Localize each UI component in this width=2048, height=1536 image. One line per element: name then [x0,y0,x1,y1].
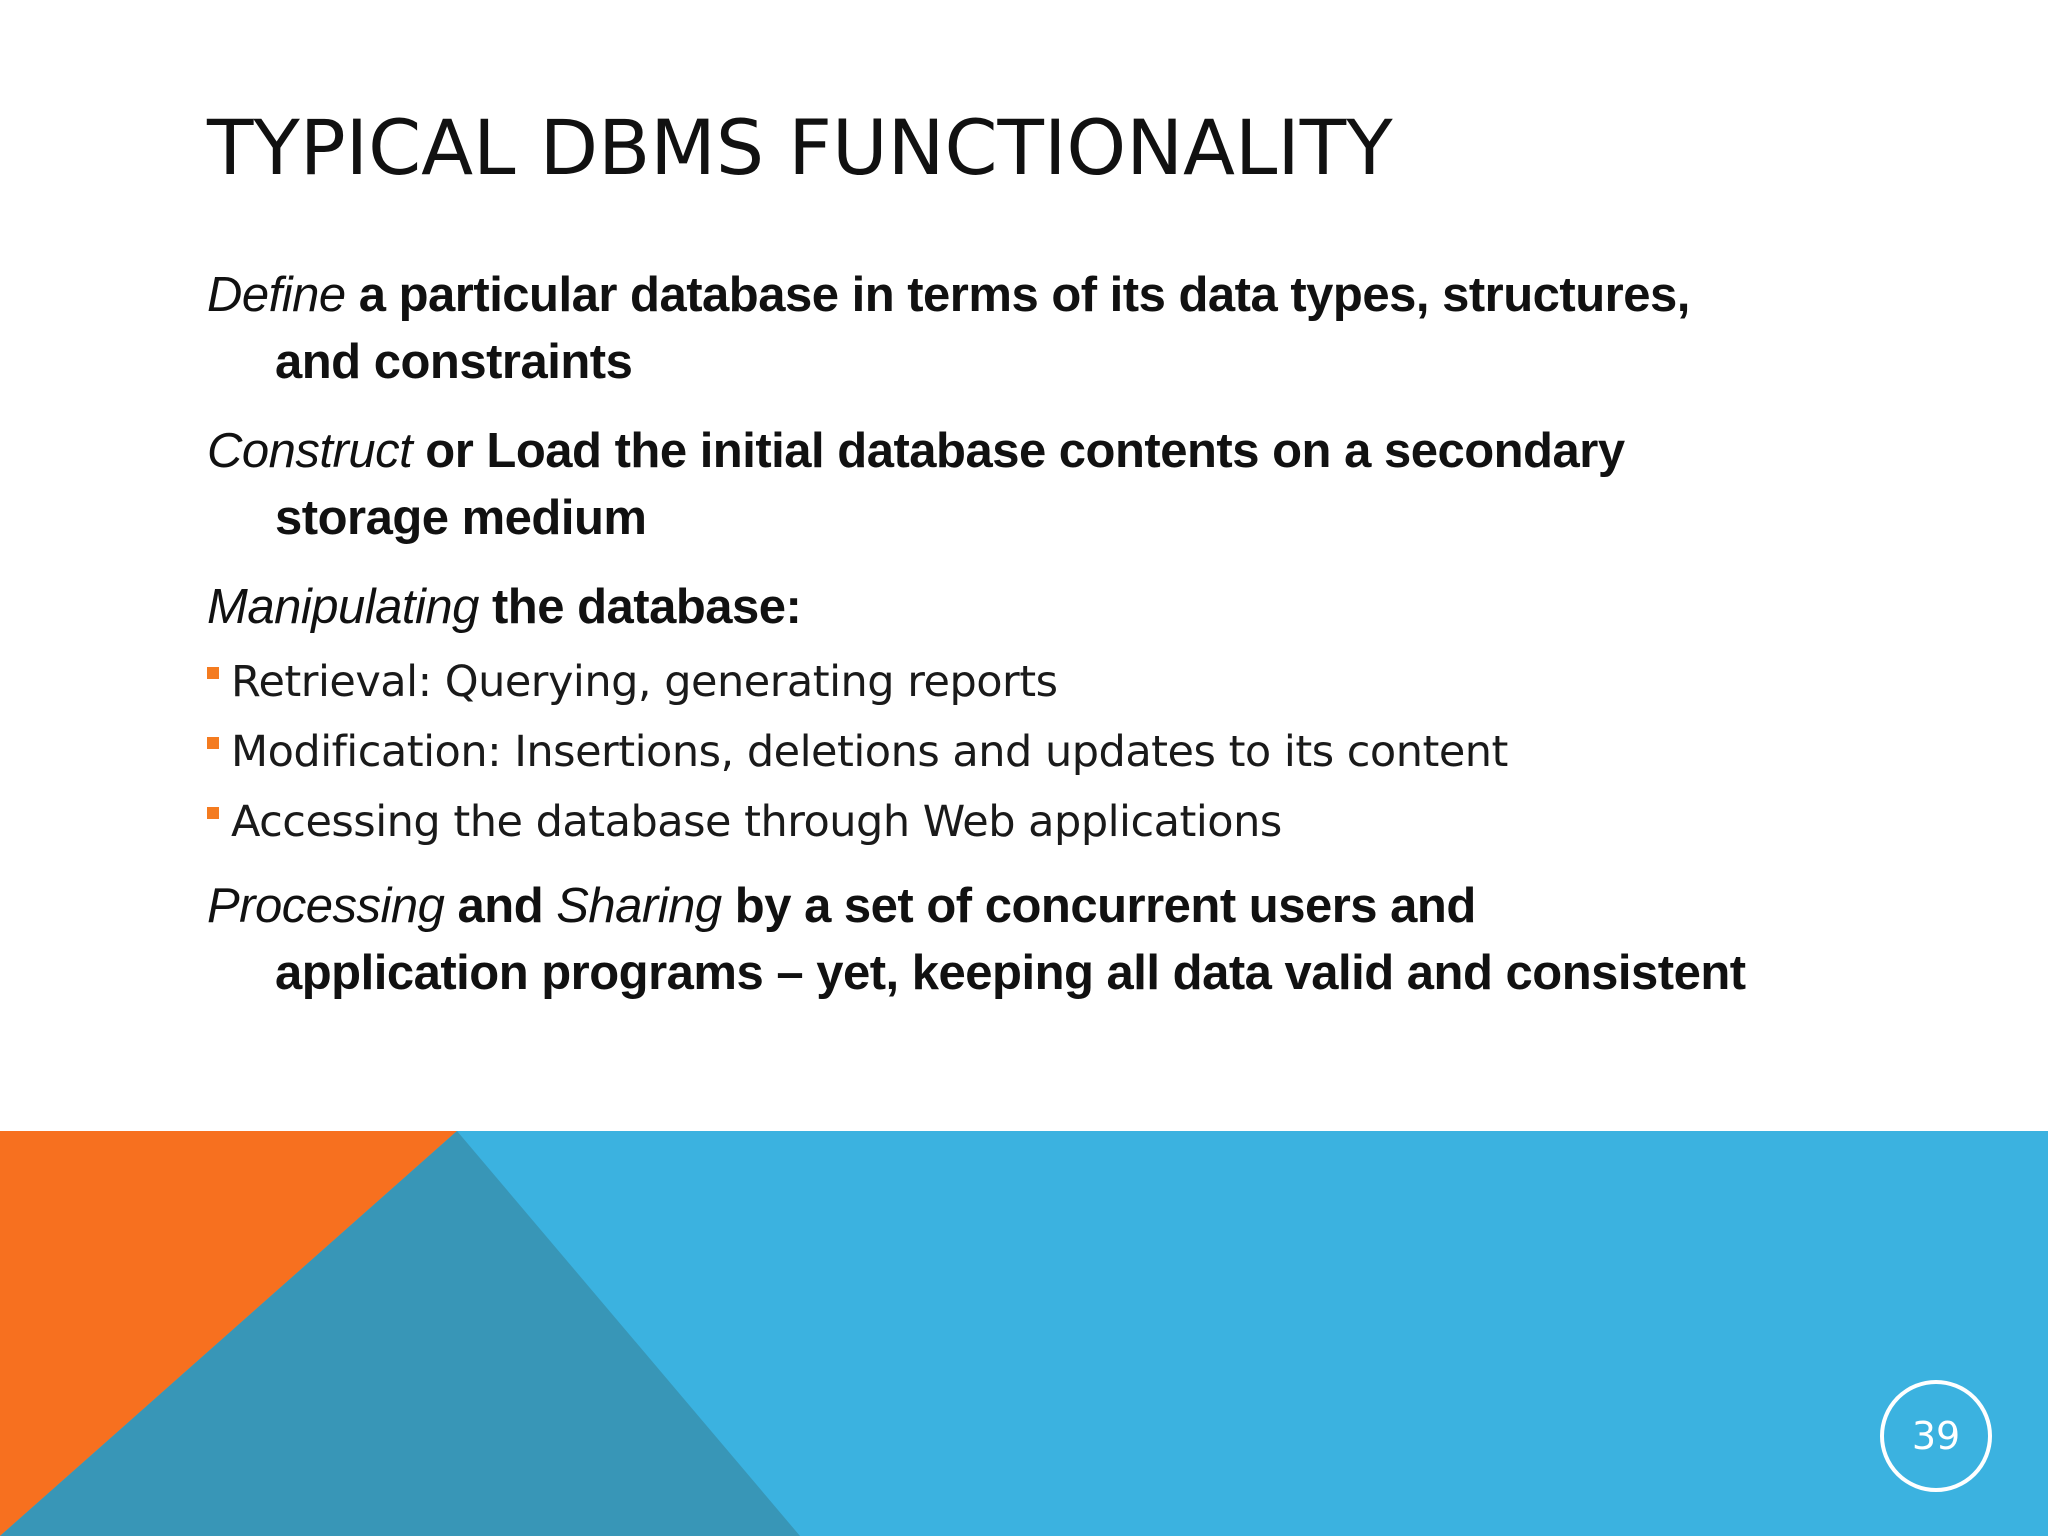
paragraph-manipulating: Manipulating the database: [207,574,1907,641]
emphasis-sharing: Sharing [556,879,722,933]
paragraph-text: the database: [478,580,802,634]
paragraph-text: and [444,879,557,933]
square-bullet-icon [207,667,219,679]
sub-bullet-text: Modification: Insertions, deletions and … [231,727,1508,777]
page-number-badge: 39 [1880,1380,1992,1492]
paragraph-define: Define a particular database in terms of… [207,262,1907,396]
paragraph-text: a particular database in terms of its da… [345,268,1691,322]
paragraph-text: by a set of concurrent users and [721,879,1477,933]
paragraph-construct: Construct or Load the initial database c… [207,418,1907,552]
sub-bullet-item: Accessing the database through Web appli… [207,787,1907,857]
paragraph-text: or Load the initial database contents on… [412,424,1625,478]
decorative-footer-band [0,1131,2048,1536]
paragraph-processing: Processing and Sharing by a set of concu… [207,873,1907,1007]
emphasis-define: Define [207,268,346,322]
square-bullet-icon [207,807,219,819]
slide-title: TYPICAL DBMS FUNCTIONALITY [207,103,1393,192]
emphasis-manipulating: Manipulating [207,580,479,634]
slide-content: Define a particular database in terms of… [207,262,1907,1007]
emphasis-processing: Processing [207,879,445,933]
paragraph-continuation: and constraints [275,335,633,389]
emphasis-construct: Construct [207,424,413,478]
sub-bullet-text: Retrieval: Querying, generating reports [231,657,1058,707]
square-bullet-icon [207,737,219,749]
sub-bullet-item: Retrieval: Querying, generating reports [207,647,1907,717]
teal-triangle-shape [0,1131,800,1536]
sub-bullet-item: Modification: Insertions, deletions and … [207,717,1907,787]
sub-bullet-text: Accessing the database through Web appli… [231,797,1282,847]
paragraph-continuation: application programs – yet, keeping all … [275,946,1746,1000]
paragraph-continuation: storage medium [275,491,647,545]
